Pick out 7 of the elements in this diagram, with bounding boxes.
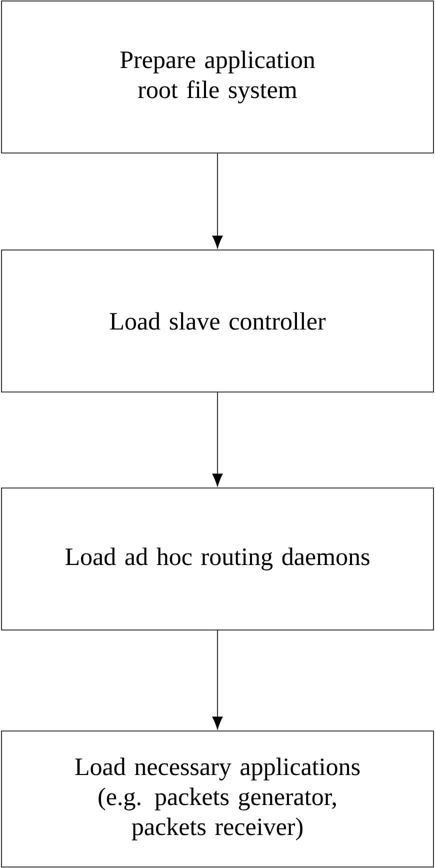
process-box: Load slave controller bbox=[1, 250, 434, 392]
process-box: Load necessary applications (e.g. packets generator, packets receiver) bbox=[1, 730, 434, 868]
process-box: Load ad hoc routing daemons bbox=[1, 488, 434, 630]
arrow bbox=[212, 153, 223, 248]
arrow bbox=[212, 630, 223, 730]
process-box: Prepare application root file system bbox=[1, 0, 434, 154]
arrow bbox=[212, 392, 223, 486]
